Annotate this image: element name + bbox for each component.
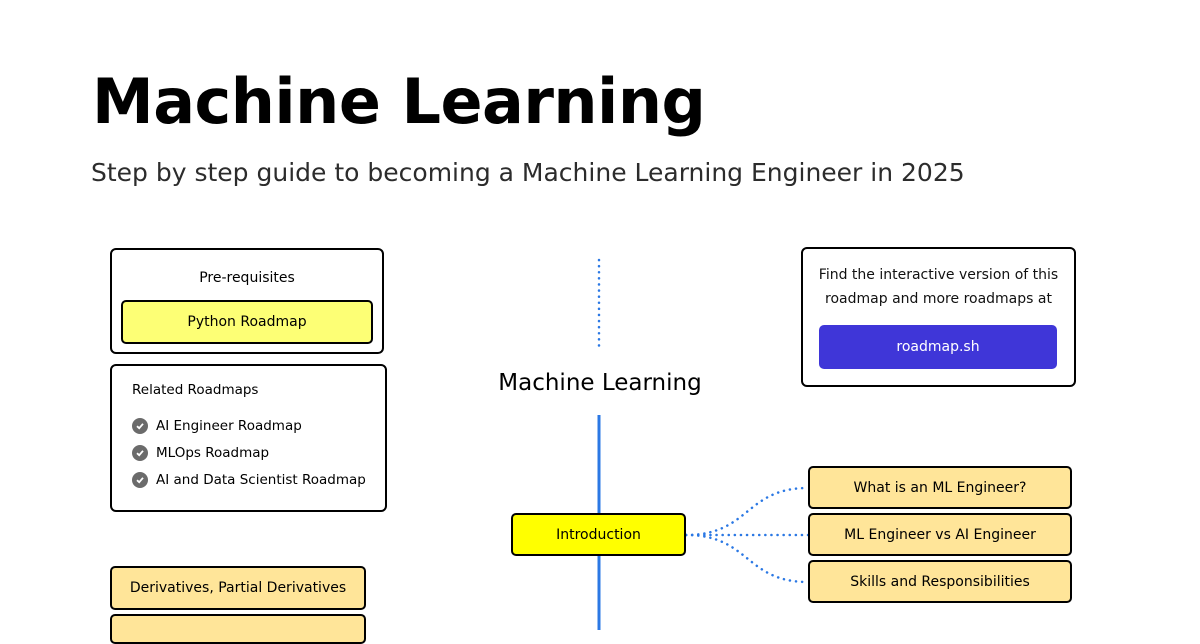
prerequisites-card: Pre-requisites Python Roadmap	[110, 248, 384, 354]
subtopic-ml-vs-ai-engineer[interactable]: ML Engineer vs AI Engineer	[808, 513, 1072, 556]
python-roadmap-button[interactable]: Python Roadmap	[121, 300, 373, 344]
topic-introduction[interactable]: Introduction	[511, 513, 686, 556]
check-circle-icon	[132, 472, 148, 488]
related-item-label: AI Engineer Roadmap	[156, 418, 302, 434]
related-item-label: AI and Data Scientist Roadmap	[156, 472, 366, 488]
page-subtitle: Step by step guide to becoming a Machine…	[91, 158, 965, 187]
check-circle-icon	[132, 418, 148, 434]
subtopic-what-is-ml-engineer[interactable]: What is an ML Engineer?	[808, 466, 1072, 509]
related-item-mlops[interactable]: MLOps Roadmap	[132, 445, 269, 461]
related-roadmaps-card: Related Roadmaps AI Engineer Roadmap MLO…	[110, 364, 387, 512]
topic-derivatives[interactable]: Derivatives, Partial Derivatives	[110, 566, 366, 610]
connector-to-subtopic-3	[684, 533, 810, 584]
related-roadmaps-label: Related Roadmaps	[132, 382, 259, 398]
topic-partial-next[interactable]	[110, 614, 366, 644]
connector-to-subtopic-1	[684, 486, 810, 537]
interactive-info-card: Find the interactive version of this roa…	[801, 247, 1076, 387]
subtopic-skills-responsibilities[interactable]: Skills and Responsibilities	[808, 560, 1072, 603]
related-item-ai-engineer[interactable]: AI Engineer Roadmap	[132, 418, 302, 434]
roadmap-center-title: Machine Learning	[498, 370, 702, 396]
prerequisites-label: Pre-requisites	[199, 270, 295, 286]
roadmap-sh-button[interactable]: roadmap.sh	[819, 325, 1057, 369]
related-item-ai-data-scientist[interactable]: AI and Data Scientist Roadmap	[132, 472, 366, 488]
check-circle-icon	[132, 445, 148, 461]
info-line-1: Find the interactive version of this	[818, 267, 1059, 283]
info-text: Find the interactive version of this roa…	[803, 263, 1074, 311]
page-title: Machine Learning	[92, 65, 706, 138]
info-line-2: roadmap and more roadmaps at	[825, 291, 1052, 307]
related-item-label: MLOps Roadmap	[156, 445, 270, 461]
